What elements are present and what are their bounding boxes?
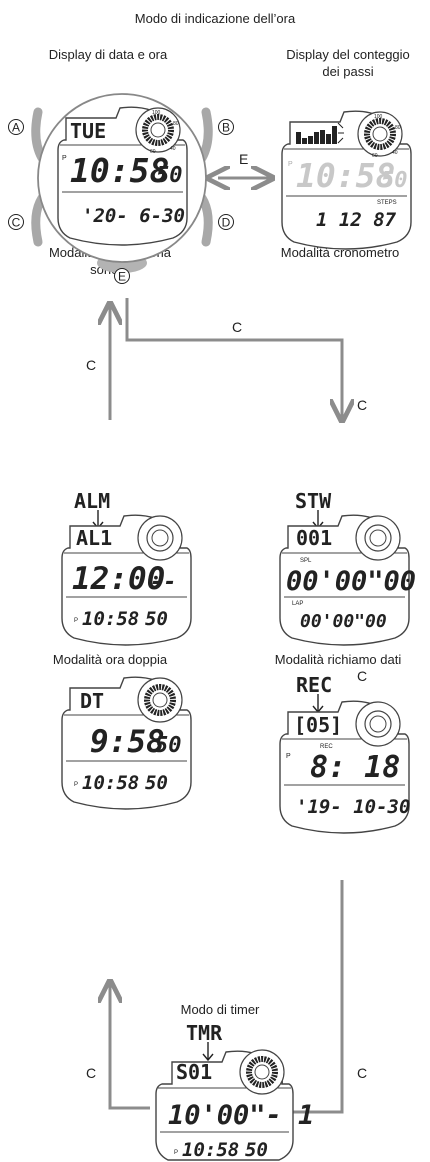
steps-dial-40: 40 (392, 150, 398, 156)
timer-pm: P (174, 1150, 178, 1156)
main-watch: 100 80 40 60 TUE P 10:58 50 '20- 6-30 A … (8, 93, 234, 284)
recall-time: 8: 18 (310, 750, 400, 785)
steps-time: 10:58 (296, 156, 395, 195)
stopwatch-code: STW (295, 489, 332, 513)
dual-time-watch: DT 9:58 50 P 10:58 50 (61, 676, 192, 810)
dual-pm: P (74, 782, 78, 788)
recall-pm: P (286, 753, 291, 760)
main-sec: 50 (156, 163, 183, 188)
recall-watch: REC [05] REC P 8: 18 '19- 10-30 (279, 673, 410, 834)
stopwatch-num: 001 (296, 526, 332, 550)
arrow-label-e: E (239, 151, 249, 167)
alarm-num: AL1 (76, 526, 112, 550)
main-time: 10:58 (70, 151, 169, 190)
stopwatch-split: 00'00"00 (286, 566, 416, 597)
steps-watch: 100 80 40 60 P 10:58 50 STEPS 1 12 87 (281, 110, 412, 250)
timer-cur-sec: 50 (245, 1139, 268, 1161)
alarm-pm: P (74, 618, 78, 624)
label-timer-mode: Modo di timer (180, 1002, 260, 1017)
stopwatch-watch: STW 001 SPL 00'00"00 LAP 00'00"00 (279, 489, 416, 646)
steps-dial-80: 80 (395, 125, 401, 131)
timer-code: TMR (186, 1021, 223, 1045)
arrow-label-c-2: C (232, 319, 243, 335)
dual-sec: 50 (155, 733, 182, 758)
recall-rec-tag: REC (320, 744, 333, 750)
dial-60: 60 (150, 149, 156, 155)
steps-pm: P (288, 161, 293, 168)
alarm-time: 12:00 (72, 561, 165, 597)
dual-time: 9:58 (90, 724, 165, 760)
timer-time: 10'00"- 1 (168, 1100, 314, 1131)
recall-code: REC (296, 673, 332, 697)
timer-num: S01 (176, 1060, 212, 1084)
steps-unit: STEPS (377, 200, 397, 206)
main-day: TUE (70, 119, 106, 143)
steps-sec: 50 (381, 168, 408, 193)
arrow-label-c-7: C (357, 397, 368, 413)
label-date-time-display: Display di data e ora (48, 47, 168, 62)
dial-80: 80 (173, 121, 179, 127)
label-stopwatch-mode: Modalità cronometro (280, 245, 400, 260)
button-e-label: E (118, 270, 126, 284)
button-b-label: B (222, 121, 230, 135)
steps-dial-100: 100 (374, 114, 383, 120)
page-title: Modo di indicazione dell’ora (134, 11, 296, 26)
timer-watch: TMR S01 10'00"- 1 P 10:58 50 (155, 1021, 314, 1161)
stopwatch-spl-tag: SPL (300, 558, 312, 564)
arrow-recall-to-timer (272, 1000, 344, 1112)
button-c-label: C (12, 216, 21, 230)
arrow-main-to-stopwatch (125, 298, 342, 420)
recall-date: '19- 10-30 (296, 796, 410, 818)
alarm-cur-sec: 50 (145, 608, 168, 630)
dual-cur-time: 10:58 (82, 772, 139, 794)
arrow-label-c-4: C (357, 668, 368, 684)
flow-arrows (110, 178, 342, 1112)
steps-dial-60: 60 (372, 153, 378, 159)
stopwatch-lap-tag: LAP (292, 601, 303, 607)
arrow-timer-to-dual (110, 982, 150, 1110)
main-date: '20- 6-30 (82, 205, 185, 227)
recall-num: [05] (294, 713, 342, 737)
alarm-cur-time: 10:58 (82, 608, 139, 630)
button-a-label: A (12, 121, 20, 135)
arrow-label-c-5: C (86, 1065, 97, 1081)
timer-cur-time: 10:58 (182, 1139, 239, 1161)
label-steps-display-1: Display del conteggio (286, 47, 410, 62)
alarm-dash: -- (150, 570, 177, 595)
label-recall-mode: Modalità richiamo dati (274, 652, 402, 667)
dial-100: 100 (152, 110, 161, 116)
stopwatch-lap: 00'00"00 (300, 611, 387, 632)
dual-code: DT (80, 689, 104, 713)
arrow-label-c-6: C (357, 1065, 368, 1081)
dual-cur-sec: 50 (145, 772, 168, 794)
label-dual-time-mode: Modalità ora doppia (52, 652, 168, 667)
dial-40: 40 (170, 146, 176, 152)
steps-count: 1 12 87 (316, 209, 397, 231)
alarm-code: ALM (74, 489, 110, 513)
arrow-label-c-1: C (86, 357, 97, 373)
label-steps-display-2: dei passi (322, 64, 374, 79)
button-d-label: D (222, 216, 231, 230)
main-pm: P (62, 155, 67, 162)
alarm-watch: ALM AL1 12:00 -- P 10:58 50 (61, 489, 192, 646)
